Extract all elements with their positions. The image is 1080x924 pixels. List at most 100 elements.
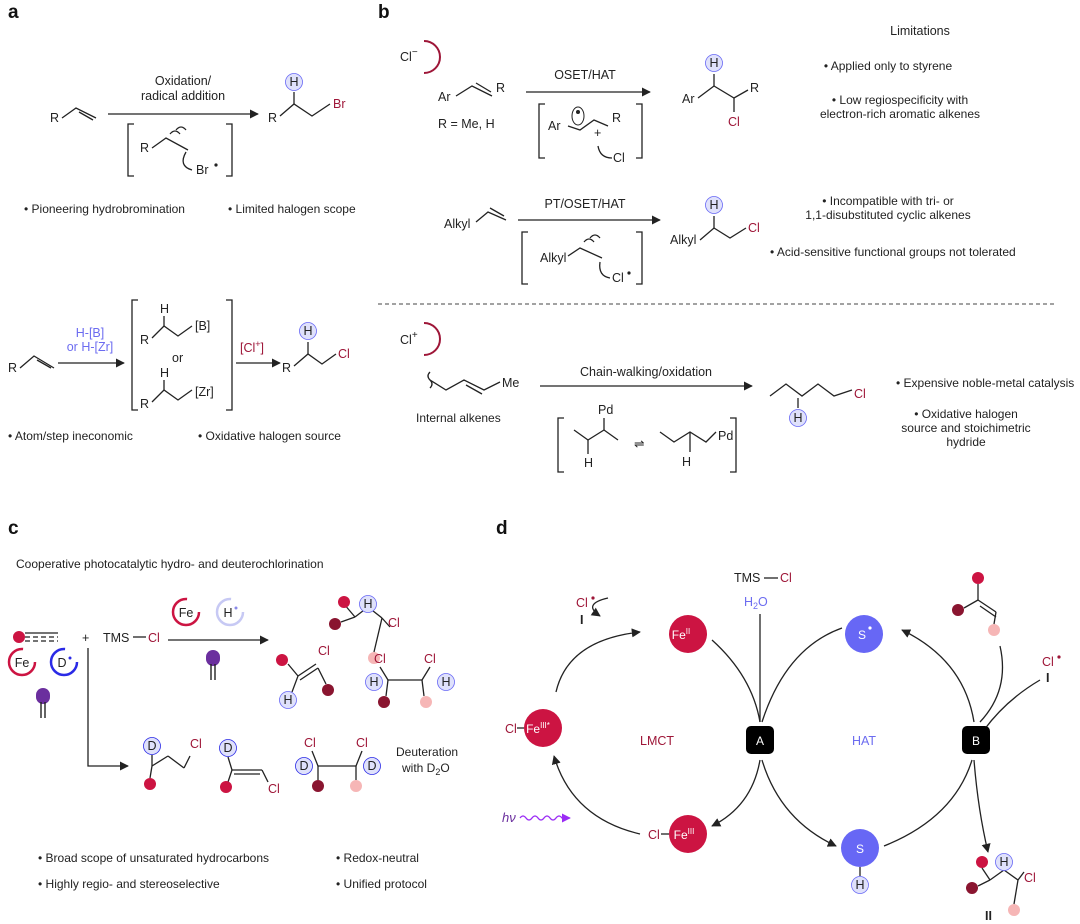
c-title: Cooperative photocatalytic hydro- and de… xyxy=(16,557,324,571)
d-tms: TMS xyxy=(734,571,760,585)
a-zr-r: R xyxy=(140,397,149,411)
c-p2-b2d xyxy=(299,667,319,681)
a-b-h: H xyxy=(160,302,169,316)
a-alkene-1-double xyxy=(78,111,94,121)
c-d2-b1 xyxy=(227,756,233,771)
d-sh-h-highlight xyxy=(851,876,869,894)
d-arrow-a-out xyxy=(711,759,761,827)
d-s-label: S xyxy=(856,842,864,856)
b-cl-minus-ring xyxy=(423,40,441,74)
a-b-chain xyxy=(151,325,193,339)
d-prod-h: H xyxy=(999,855,1008,869)
c-d2: D xyxy=(223,741,232,755)
a-h2-highlight xyxy=(299,322,317,340)
d-arrow-product-out xyxy=(973,759,991,853)
d-cl-rad-left-dot xyxy=(591,596,595,600)
b-lim-6c: hydride xyxy=(946,435,986,449)
d-prod-b4 xyxy=(1003,869,1019,881)
c-d3-b1 xyxy=(311,750,319,767)
d-prod-h-highlight xyxy=(995,853,1013,871)
d-prod-b2 xyxy=(977,879,991,887)
c-bullet-2: • Highly regio- and stereoselective xyxy=(38,877,220,891)
b-limitations-title: Limitations xyxy=(890,24,950,38)
a-int-alkene xyxy=(151,137,189,151)
b-bracket2-right xyxy=(636,231,643,285)
d-node-b-label: B xyxy=(972,734,980,748)
a-bullet-2: • Limited halogen scope xyxy=(228,202,356,216)
b-int2-wave xyxy=(583,234,601,243)
d-cl-rad-right-dot xyxy=(1057,655,1061,659)
d-node-a xyxy=(746,726,774,754)
d-node-b xyxy=(962,726,990,754)
b-pd-chain-1 xyxy=(573,429,619,441)
c-d2-cl: Cl xyxy=(268,782,280,796)
c-p3-h2: H xyxy=(441,675,450,689)
d-roman-2: II xyxy=(985,909,992,923)
d-sub-b3 xyxy=(977,599,997,613)
a-bullet-4: • Oxidative halogen source xyxy=(198,429,341,443)
c-fe-cycle xyxy=(171,597,201,627)
a-product2-chain xyxy=(293,353,337,367)
d-s-radical-node xyxy=(845,615,883,653)
c-d3-d1-highlight xyxy=(295,757,313,775)
c-d1-b2 xyxy=(151,755,169,767)
a-hb: H-[B] xyxy=(76,326,104,340)
b-pd-2: Pd xyxy=(718,429,733,443)
d-hv-wave xyxy=(519,813,571,823)
b-bracket3-right xyxy=(730,417,737,473)
d-prod-b3 xyxy=(989,869,1005,881)
b-prod3-cl: Cl xyxy=(854,387,866,401)
d-tms-cl: Cl xyxy=(780,571,792,585)
panel-b-label: b xyxy=(378,2,390,23)
c-d3-cl1: Cl xyxy=(304,736,316,750)
b-ar: Ar xyxy=(438,90,451,104)
c-d1-b5 xyxy=(149,765,153,779)
c-p3-b1 xyxy=(379,666,389,681)
c-p2-b4 xyxy=(317,667,327,685)
b-alkyl-double xyxy=(489,207,505,217)
b-prod2-alkyl: Alkyl xyxy=(670,233,696,247)
c-deut-line2: with D2O xyxy=(401,761,450,777)
d-arrow-cl-in xyxy=(983,679,1041,731)
a-br-radical-dot xyxy=(214,163,218,167)
b-prod2-cl: Cl xyxy=(748,221,760,235)
c-d3-d1: D xyxy=(299,759,308,773)
b-styrene xyxy=(455,85,493,97)
b-int2-cl: Cl xyxy=(612,271,624,285)
c-d-cycle xyxy=(49,647,79,677)
d-arrow-a-in xyxy=(711,639,761,723)
b-equilibrium: ⇌ xyxy=(634,437,645,451)
c-d1-cl: Cl xyxy=(190,737,202,751)
b-oset-hat: OSET/HAT xyxy=(554,68,616,82)
panel-d: d TMS Cl H2O hν FeII FeIII* Cl xyxy=(496,518,1061,923)
d-arrow-right-top xyxy=(901,629,975,723)
c-p1-b4 xyxy=(381,617,391,628)
a-or: or xyxy=(172,351,183,365)
b-int-curve xyxy=(597,145,613,159)
d-hv: hν xyxy=(502,810,516,825)
c-d2-red xyxy=(220,781,232,793)
b-int2-dot xyxy=(627,271,631,275)
a-bracket2-right xyxy=(226,299,233,411)
d-prod-darkred xyxy=(966,882,978,894)
b-int2-curve xyxy=(599,261,611,279)
c-p2-b1 xyxy=(287,663,299,677)
a-bullet-3: • Atom/step ineconomic xyxy=(8,429,133,443)
b-prod3-chain xyxy=(769,383,853,397)
d-s-radical-dot xyxy=(868,626,872,630)
b-int-r: R xyxy=(612,111,621,125)
b-h2-label: H xyxy=(709,198,718,212)
c-p1-b6 xyxy=(373,617,383,653)
d-h2o: H2O xyxy=(744,595,768,611)
b-h-label: H xyxy=(709,56,718,70)
b-cl-plus-ring xyxy=(423,322,441,356)
d-hat: HAT xyxy=(852,734,876,748)
a-int-r: R xyxy=(140,141,149,155)
c-p1-pink xyxy=(368,652,380,664)
b-h3-highlight xyxy=(789,409,807,427)
b-r-def: R = Me, H xyxy=(438,117,495,131)
c-d3-darkred xyxy=(312,780,324,792)
c-p1-darkred xyxy=(329,618,341,630)
b-internal-alkene xyxy=(429,379,501,391)
b-chain-walking: Chain-walking/oxidation xyxy=(580,365,712,379)
